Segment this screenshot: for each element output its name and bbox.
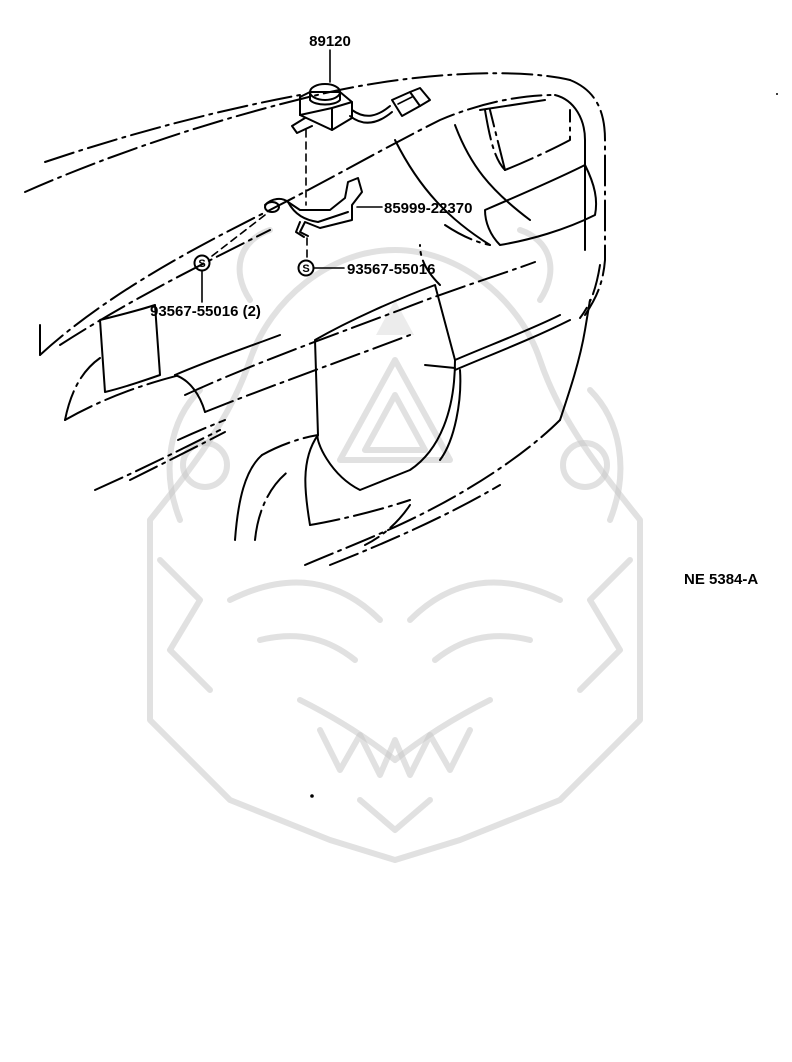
glove-box-outline bbox=[484, 164, 598, 246]
screw-mark-left: S bbox=[198, 258, 205, 270]
instrument-panel-outline bbox=[24, 72, 606, 566]
stray-mark bbox=[776, 93, 778, 95]
assembly-guide-lines bbox=[211, 129, 308, 259]
callout-leaders bbox=[201, 49, 383, 303]
watermark-logo-icon bbox=[147, 227, 643, 863]
meter-cluster-outline bbox=[304, 284, 462, 546]
part-number-bracket: 85999-22370 bbox=[384, 200, 472, 217]
horn-icon bbox=[291, 83, 431, 134]
screw-icon bbox=[193, 254, 315, 277]
figure-code: NE 5384-A bbox=[684, 571, 758, 588]
part-number-screw-pair: 93567-55016 (2) bbox=[150, 303, 261, 320]
part-number-screw: 93567-55016 bbox=[347, 261, 435, 278]
stray-mark bbox=[310, 794, 314, 798]
screw-mark-right: S bbox=[302, 263, 309, 275]
part-number-horn: 89120 bbox=[309, 33, 351, 50]
bracket-icon bbox=[264, 177, 363, 238]
